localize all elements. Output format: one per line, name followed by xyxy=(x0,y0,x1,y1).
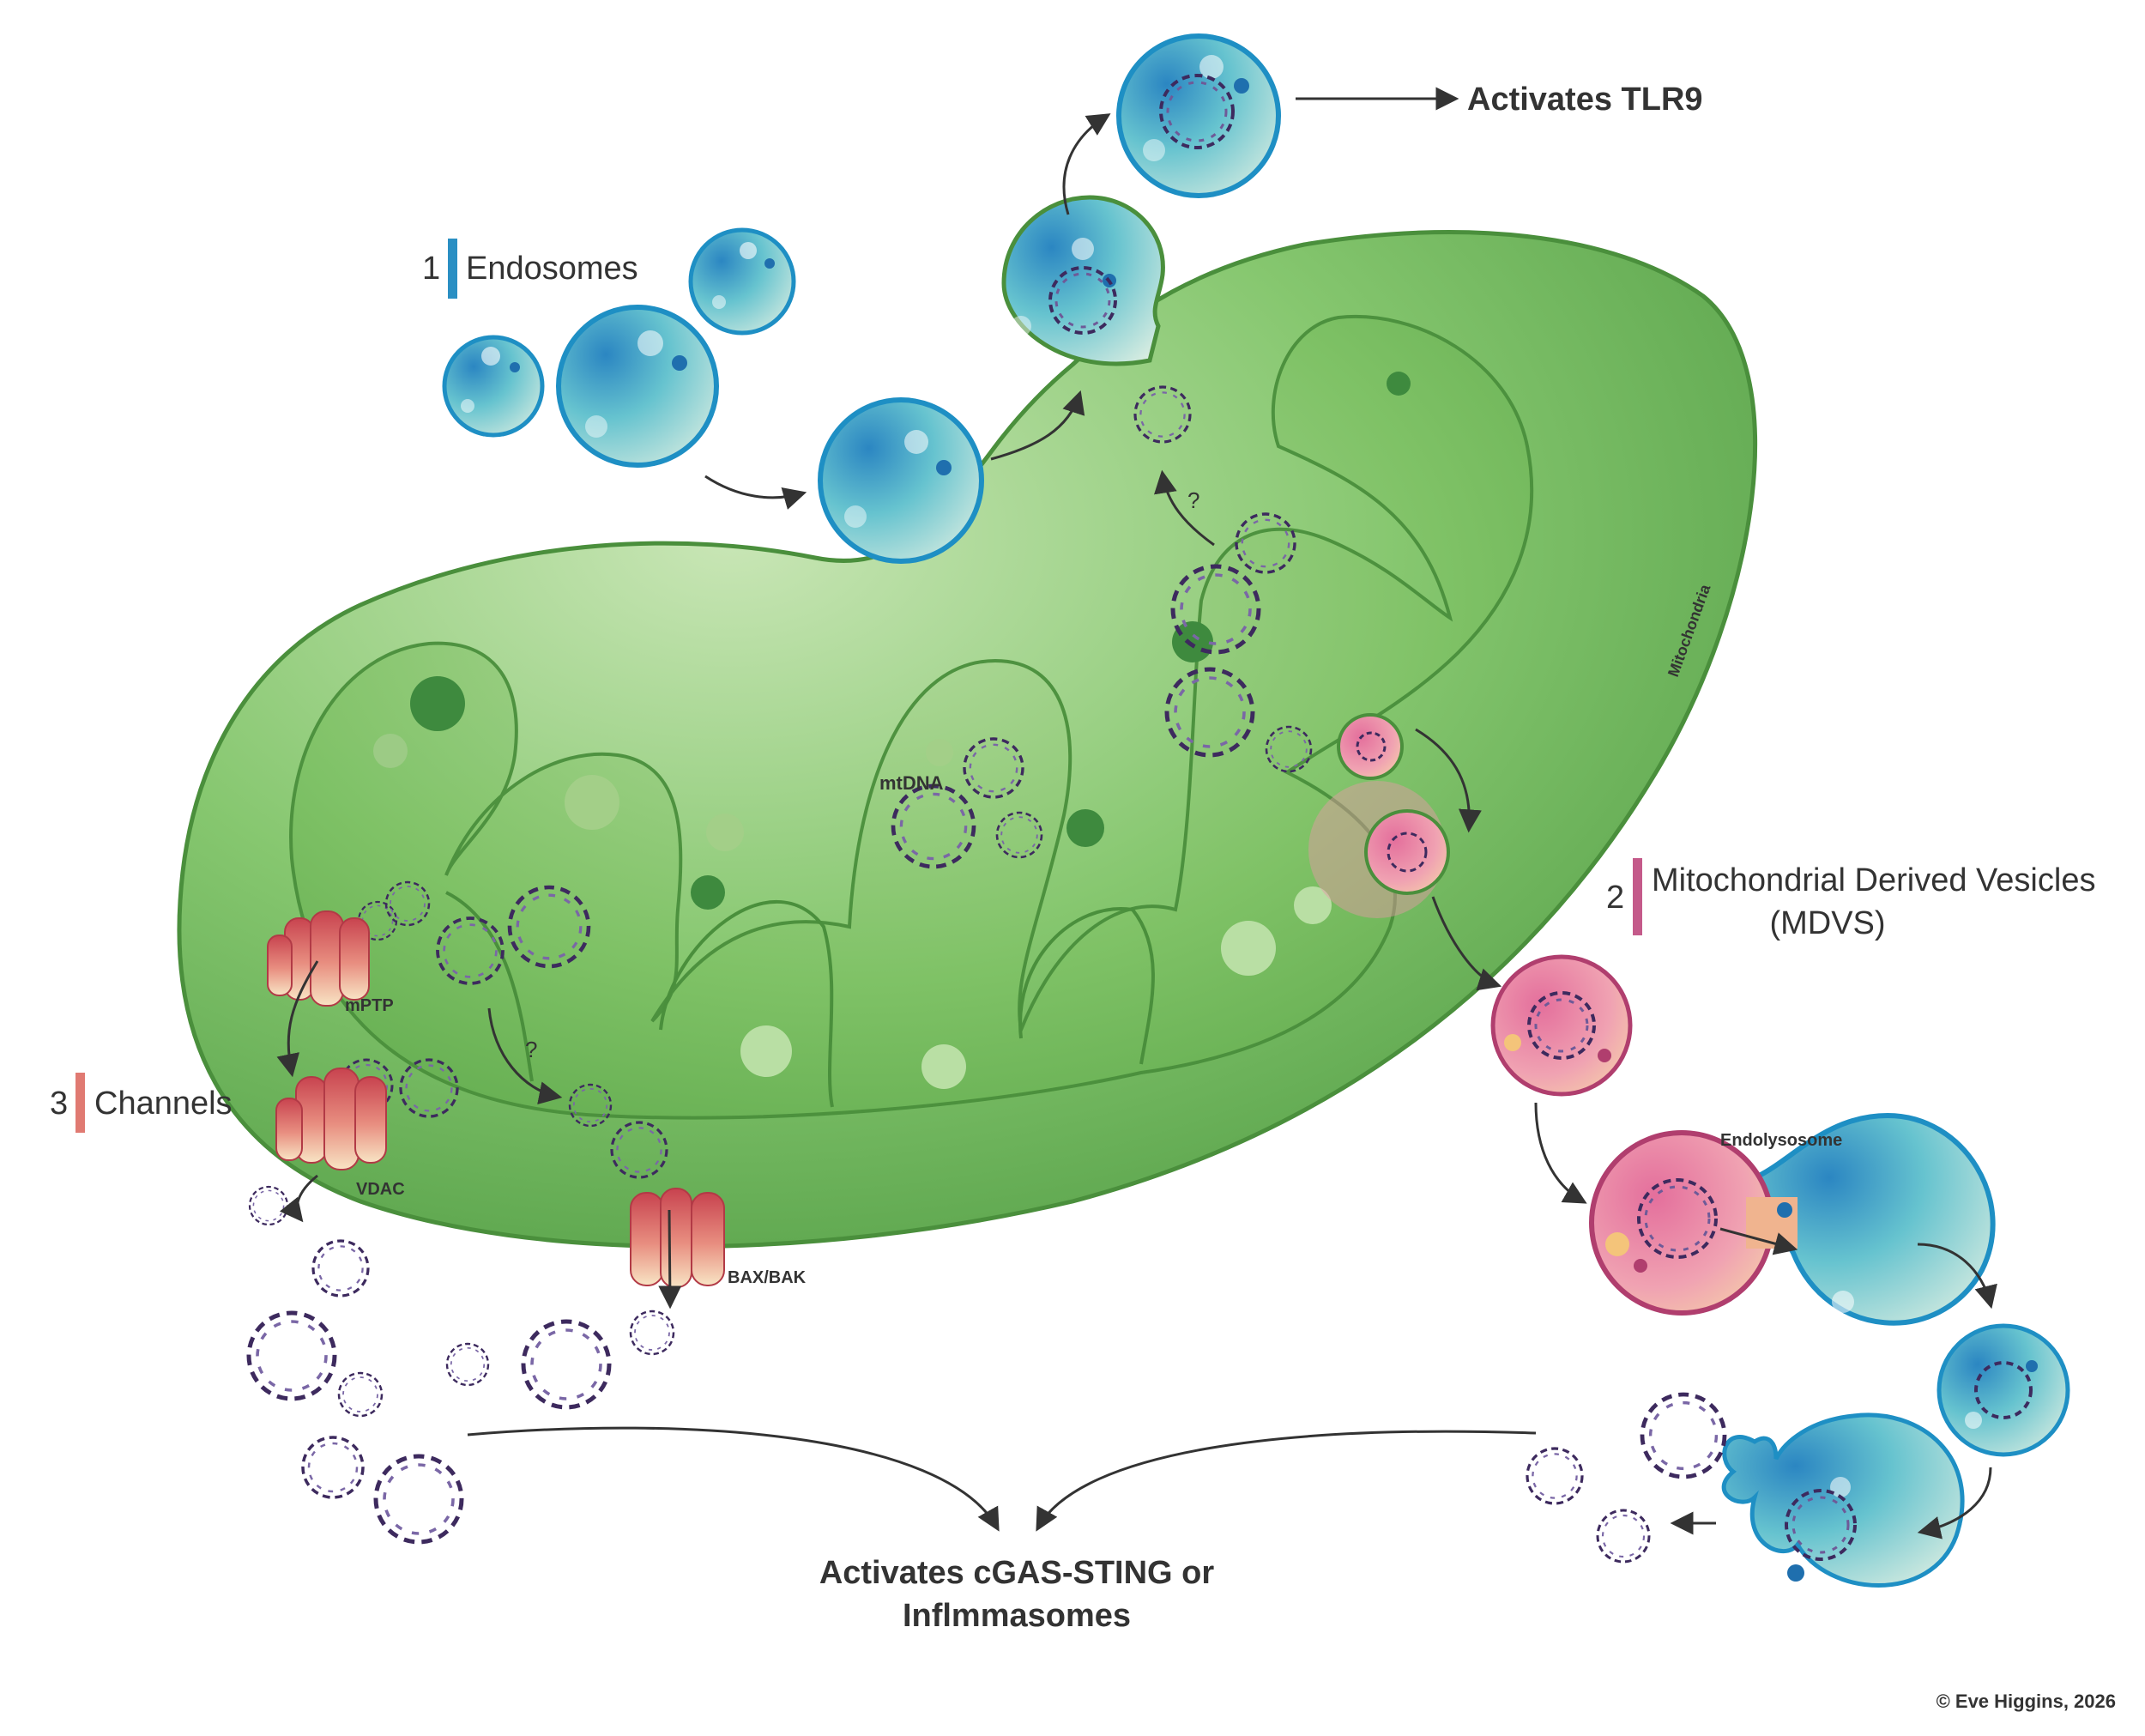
mtdna-circle xyxy=(1640,1392,1727,1479)
endosome xyxy=(688,227,796,336)
endosome-budding xyxy=(1001,195,1165,366)
arrow-mdv-1 xyxy=(1415,728,1482,833)
endosome-degraded xyxy=(1937,1323,2070,1457)
endosomes-label: Endosomes xyxy=(466,251,638,287)
mtdna-circle xyxy=(995,811,1043,859)
arrow-endosome-approach xyxy=(704,475,807,510)
arrow-mdv-2 xyxy=(1431,896,1502,991)
mtdna-circle xyxy=(384,880,431,927)
endolysosome-label: Endolysosome xyxy=(1720,1131,1842,1150)
mdv-free xyxy=(1490,954,1633,1097)
tlr9-label: Activates TLR9 xyxy=(1467,82,1703,118)
cgas-label-line1: Activates cGAS-STING or xyxy=(819,1555,1215,1591)
cgas-label-line2: Inflmmasomes xyxy=(903,1598,1131,1634)
crista-fold xyxy=(659,899,834,1108)
crista-fold xyxy=(445,891,534,1082)
mdv-small xyxy=(1337,713,1404,780)
mtdna-circle xyxy=(1265,725,1313,773)
mtdna-circle xyxy=(248,1185,289,1226)
endosomes-number: 1 xyxy=(422,251,440,287)
mptp-label: mPTP xyxy=(345,996,394,1015)
mtdna-circle xyxy=(963,737,1024,799)
mtdna-circle xyxy=(1133,385,1192,444)
channels-color-tag xyxy=(76,1073,85,1133)
mtdna-circle xyxy=(1159,74,1235,149)
endosome-tlr9 xyxy=(1116,33,1281,198)
arrow-to-tlr9-vesicle xyxy=(1062,113,1111,215)
mtdna-circle xyxy=(629,1310,675,1356)
mtdna-circle xyxy=(445,1342,490,1387)
arrow-endosome-fusion xyxy=(990,390,1085,461)
arrow-vdac xyxy=(279,1174,318,1223)
endosome xyxy=(442,335,545,438)
bax-bak-label: BAX/BAK xyxy=(728,1268,807,1287)
channel-vdac xyxy=(275,1068,387,1170)
mtdna-circle xyxy=(568,1083,613,1128)
mdv-budding xyxy=(1364,809,1450,895)
endosome xyxy=(556,305,719,468)
mito-granule xyxy=(410,676,465,731)
arrow-degraded-down xyxy=(1917,1467,1992,1539)
arrow-endolysosome-transfer xyxy=(1719,1227,1798,1255)
arrow-bax xyxy=(658,1209,682,1310)
channels-label: Channels xyxy=(94,1086,233,1122)
copyright-label: © Eve Higgins, 2026 xyxy=(1937,1691,2116,1712)
mito-granule xyxy=(706,814,744,851)
arrows xyxy=(276,87,1997,1539)
question-mark-upper: ? xyxy=(1187,487,1199,513)
mtdna-circle xyxy=(373,1454,464,1545)
mito-granule xyxy=(740,1025,792,1077)
mdv-label-line2: (MDVS) xyxy=(1769,905,1885,941)
mito-granule xyxy=(691,875,725,910)
arrow-endolysosome-out xyxy=(1917,1243,1997,1310)
mtdna-circle xyxy=(301,1436,365,1499)
mtdna-circle xyxy=(1235,512,1296,574)
mtdna-circle xyxy=(1164,667,1255,758)
mtdna-circle xyxy=(1170,564,1261,655)
mito-granule xyxy=(1294,886,1332,924)
mdv-number: 2 xyxy=(1606,880,1624,916)
mtdna-circle xyxy=(891,783,976,869)
channels-number: 3 xyxy=(50,1086,68,1122)
mtdna-circle xyxy=(311,1239,370,1297)
mtdna-circle xyxy=(507,885,591,969)
arrow-mtdna-up xyxy=(1154,469,1215,547)
crista-fold xyxy=(1018,907,1155,1065)
endosome-exocytosis xyxy=(1721,1412,1965,1588)
arrow-mptp xyxy=(276,960,319,1078)
mito-granule xyxy=(926,739,953,766)
vdac-label: VDAC xyxy=(356,1180,405,1199)
mtdna-circle xyxy=(1526,1447,1584,1505)
mito-granule xyxy=(565,775,619,830)
mtdna-circle xyxy=(521,1319,612,1410)
arrow-right-to-cgas xyxy=(1036,1430,1537,1532)
mtdna-circle xyxy=(610,1121,668,1179)
mtdna-circle xyxy=(337,1371,384,1418)
mdv-color-tag xyxy=(1633,858,1642,935)
question-mark-lower: ? xyxy=(525,1037,537,1062)
mtdna-released-right xyxy=(1526,1392,1727,1564)
mito-granule xyxy=(1221,921,1276,976)
mito-granule xyxy=(921,1044,966,1089)
endosome-group: 1 Endosomes xyxy=(422,33,1281,564)
arrow-mtdna-to-bax xyxy=(487,1007,563,1104)
channel-bax-bak xyxy=(630,1188,725,1288)
mtdna-circle xyxy=(1048,266,1117,335)
mtdna-circle xyxy=(436,916,505,985)
endosomes-color-tag xyxy=(448,239,457,299)
mito-granule xyxy=(373,734,408,768)
mtdna-circle xyxy=(246,1310,337,1401)
arrow-mdv-3 xyxy=(1534,1102,1587,1204)
mtdna-released-left xyxy=(246,1083,675,1545)
endosome-fusing xyxy=(818,397,984,564)
mtdna-label: mtDNA xyxy=(879,772,944,794)
mito-granule xyxy=(1387,372,1411,396)
mitochondrion: Mitochondria xyxy=(177,230,1758,1249)
arrow-left-to-cgas xyxy=(467,1426,1000,1532)
mdv-label-line1: Mitochondrial Derived Vesicles xyxy=(1652,862,2095,898)
mito-granule xyxy=(1066,809,1104,847)
mtdna-circle xyxy=(1596,1509,1651,1564)
